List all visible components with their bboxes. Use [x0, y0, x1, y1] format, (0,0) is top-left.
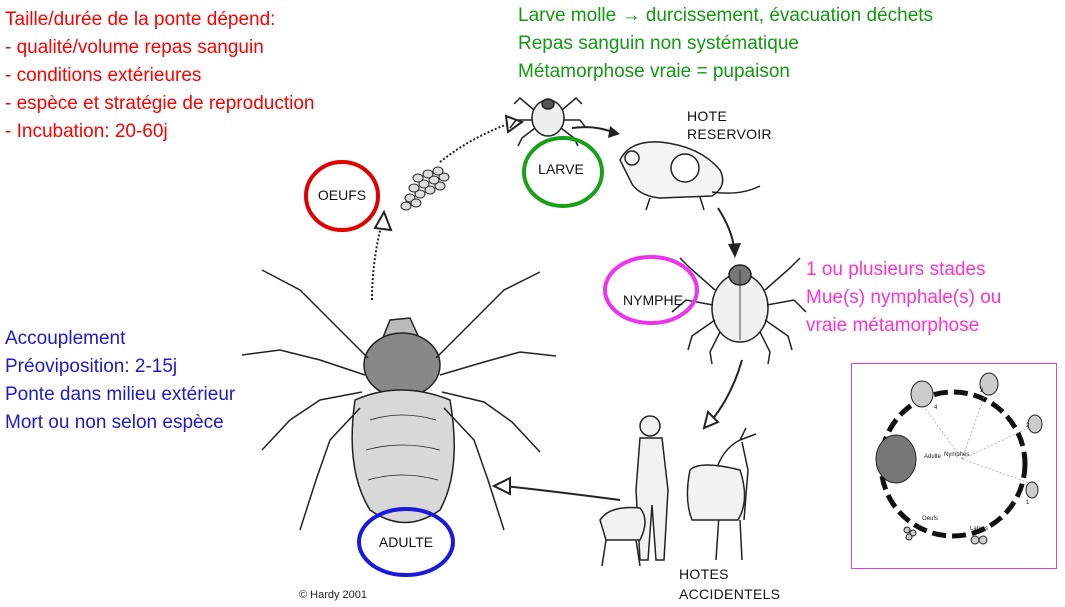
inset-nymph2-icon: [1028, 415, 1042, 433]
adult-note-line: Mort ou non selon espèce: [5, 409, 235, 437]
nymph-note-line: Mue(s) nymphale(s) ou: [806, 284, 1001, 312]
arrow-larva-to-host: [572, 127, 612, 132]
eggs-note-line: - qualité/volume repas sanguin: [5, 34, 314, 62]
stage-label-larva: LARVE: [531, 161, 591, 177]
reservoir-host-label-line1: HOTE: [687, 107, 772, 125]
inset-nymph1-icon: [1026, 482, 1038, 498]
inset-adult-icon: [876, 435, 916, 483]
eggs-note-line: - espèce et stratégie de reproduction: [5, 90, 314, 118]
adult-note-line: Préoviposition: 2-15j: [5, 353, 235, 381]
inset-number-4: 4: [934, 405, 938, 411]
reservoir-host-illustration: [620, 142, 760, 210]
accidental-hosts-label-line1: HOTES: [679, 564, 780, 584]
eggs-note-line: - Incubation: 20-60j: [5, 118, 314, 146]
accidental-hosts-illustration: [600, 416, 756, 566]
larva-note-line: Repas sanguin non systématique: [518, 30, 933, 58]
eggs-note-line: - conditions extérieures: [5, 62, 314, 90]
reservoir-host-label-line2: RESERVOIR: [687, 125, 772, 143]
larva-note-line: Métamorphose vraie = pupaison: [518, 58, 933, 86]
eggs-illustration: [401, 167, 449, 210]
arrow-adult-to-eggs: [372, 222, 382, 300]
inset-eggs-label: Oeufs: [922, 516, 938, 522]
stage-label-nymph: NYMPHE: [611, 292, 695, 308]
inset-larvae-label: Larves: [970, 526, 988, 532]
adult-note-line: Ponte dans milieu extérieur: [5, 381, 235, 409]
stage-label-eggs: OEUFS: [312, 187, 372, 203]
inset-cycle-panel: Adulte Nymphes Oeufs Larves 1 2 3 4: [851, 363, 1057, 569]
inset-nymphs-label: Nymphes: [944, 452, 969, 458]
nymph-note-line: vraie métamorphose: [806, 312, 1001, 340]
stage-label-adult: ADULTE: [360, 534, 452, 550]
larva-note-line: Larve molle → durcissement, évacuation d…: [518, 2, 933, 30]
larva-notes: Larve molle → durcissement, évacuation d…: [518, 2, 933, 86]
nymph-notes: 1 ou plusieurs stades Mue(s) nymphale(s)…: [806, 256, 1001, 340]
arrow-hosts-to-adult: [505, 486, 620, 500]
nymph-note-line: 1 ou plusieurs stades: [806, 256, 1001, 284]
inset-cycle-diagram: Adulte Nymphes Oeufs Larves 1 2 3 4: [852, 364, 1055, 567]
inset-nymph4-icon: [911, 381, 933, 407]
arrow-host-to-nymph: [718, 208, 734, 248]
credit-text: © Hardy 2001: [299, 589, 367, 601]
eggs-notes: Taille/durée de la ponte dépend: - quali…: [5, 6, 314, 146]
accidental-hosts-label: HOTES ACCIDENTELS: [679, 564, 780, 604]
eggs-note-line: Taille/durée de la ponte dépend:: [5, 6, 314, 34]
arrow-nymph-to-hosts: [712, 360, 742, 420]
inset-adult-label: Adulte: [924, 454, 942, 460]
nymph-ring: [605, 257, 697, 323]
accidental-hosts-label-line2: ACCIDENTELS: [679, 584, 780, 604]
inset-number-1: 1: [1026, 500, 1030, 506]
arrow-eggs-to-larva: [440, 124, 508, 162]
reservoir-host-label: HOTE RESERVOIR: [687, 107, 772, 143]
adult-notes: Accouplement Préoviposition: 2-15j Ponte…: [5, 325, 235, 437]
adult-note-line: Accouplement: [5, 325, 235, 353]
